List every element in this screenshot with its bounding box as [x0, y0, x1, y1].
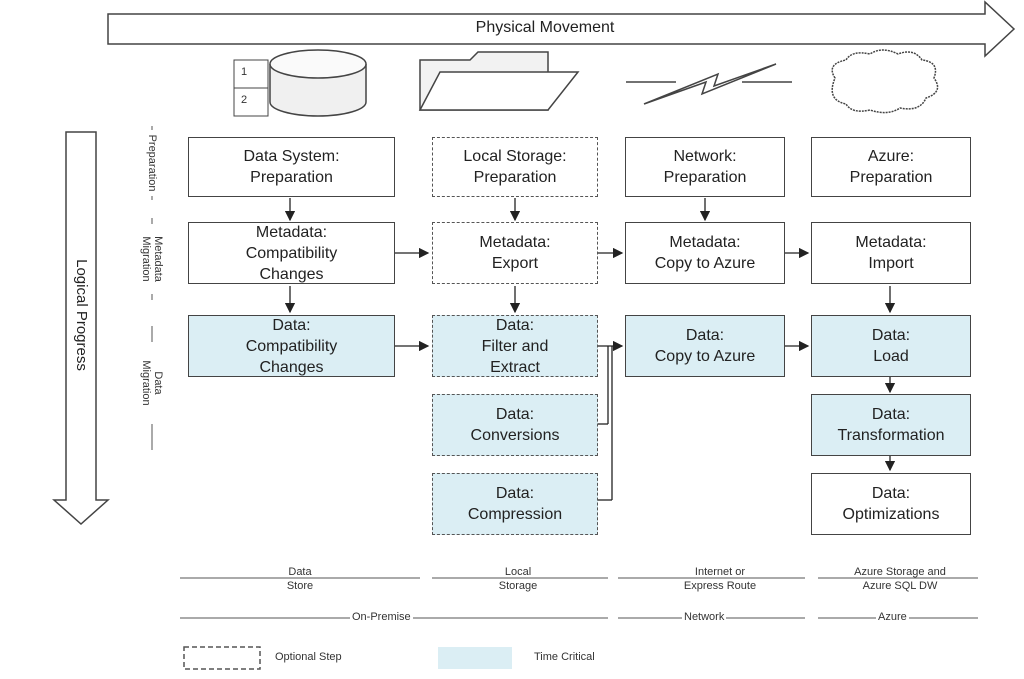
- legend-time-critical-swatch: [438, 647, 512, 669]
- row-label-preparation: Preparation: [146, 134, 158, 192]
- column-label-internet-express-route: Internet or Express Route: [683, 566, 757, 592]
- group-label-on-premise: On-Premise: [350, 611, 413, 623]
- group-label-network: Network: [682, 611, 727, 623]
- box-data-transformation: Data: Transformation: [811, 394, 971, 456]
- logical-progress-label: Logical Progress: [73, 259, 90, 371]
- network-lightning-icon: [626, 63, 792, 105]
- logical-progress-arrow: [52, 131, 110, 526]
- column-label-local-storage: Local Storage: [498, 566, 538, 592]
- database-icon: [233, 49, 367, 117]
- box-data-compression: Data: Compression: [432, 473, 598, 535]
- folder-icon: [418, 51, 580, 111]
- row-label-data-migration: Data Migration: [140, 360, 164, 406]
- box-metadata-export: Metadata: Export: [432, 222, 598, 284]
- physical-movement-label: Physical Movement: [475, 19, 615, 36]
- box-data-compatibility-changes: Data: Compatibility Changes: [188, 315, 395, 377]
- row-label-metadata-migration: Metadata Migration: [140, 236, 164, 282]
- box-data-optimizations: Data: Optimizations: [811, 473, 971, 535]
- cloud-icon: [831, 49, 939, 114]
- group-label-azure: Azure: [876, 611, 909, 623]
- column-label-data-store: Data Store: [286, 566, 314, 592]
- box-azure-preparation: Azure: Preparation: [811, 137, 971, 197]
- box-data-system-preparation: Data System: Preparation: [188, 137, 395, 197]
- box-metadata-compatibility-changes: Metadata: Compatibility Changes: [188, 222, 395, 284]
- box-data-filter-and-extract: Data: Filter and Extract: [432, 315, 598, 377]
- box-local-storage-preparation: Local Storage: Preparation: [432, 137, 598, 197]
- vertical-connectors: [284, 198, 896, 472]
- column-label-azure-storage-sql-dw: Azure Storage and Azure SQL DW: [854, 566, 946, 592]
- box-data-copy-to-azure: Data: Copy to Azure: [625, 315, 785, 377]
- legend-optional-swatch: [183, 646, 261, 670]
- db-stack-1-label: 1: [240, 66, 248, 78]
- horizontal-connectors: [395, 247, 810, 501]
- box-network-preparation: Network: Preparation: [625, 137, 785, 197]
- physical-movement-arrow: [107, 0, 1016, 58]
- db-stack-2-label: 2: [240, 94, 248, 106]
- box-data-load: Data: Load: [811, 315, 971, 377]
- box-metadata-copy-to-azure: Metadata: Copy to Azure: [625, 222, 785, 284]
- legend-optional-step-label: Optional Step: [275, 651, 342, 663]
- legend-time-critical-label: Time Critical: [534, 651, 595, 663]
- box-data-conversions: Data: Conversions: [432, 394, 598, 456]
- box-metadata-import: Metadata: Import: [811, 222, 971, 284]
